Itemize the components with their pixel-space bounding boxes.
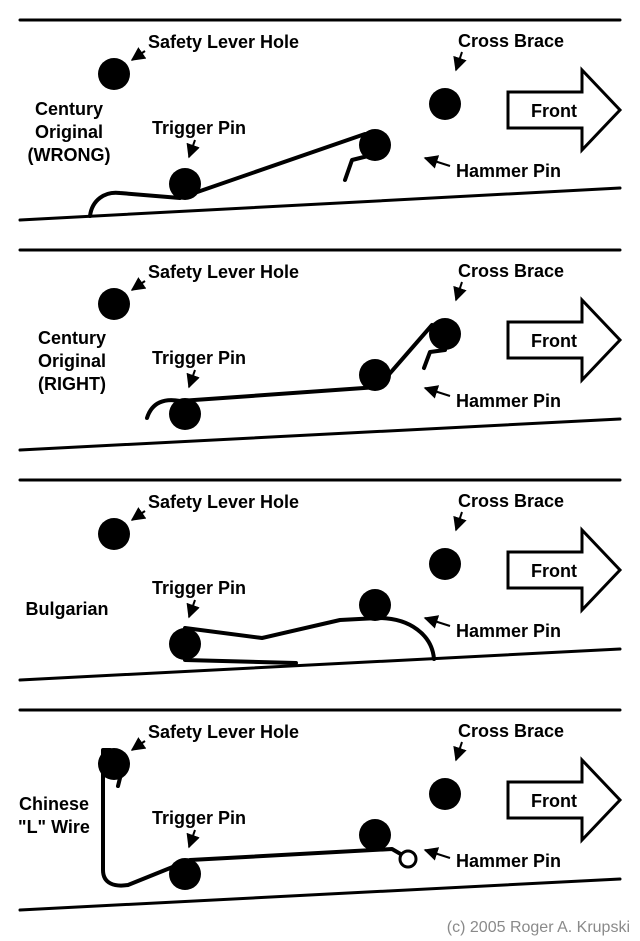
front-label: Front — [531, 791, 577, 811]
trigger-spring-tail — [183, 658, 298, 665]
panel-chinese-l-wire: Safety Lever Hole Cross Brace Trigger Pi… — [18, 708, 623, 912]
trigger-pin-label: Trigger Pin — [152, 348, 246, 368]
receiver-bottom-line — [18, 647, 622, 682]
cross-brace — [429, 318, 461, 350]
receiver-bottom-line — [18, 417, 622, 452]
trigger-pin — [169, 628, 201, 660]
spring-eye — [398, 849, 418, 869]
hammer-pin-arrow — [423, 847, 451, 861]
safety-lever-hole-arrow — [130, 277, 147, 291]
safety-lever-hole-arrow — [130, 47, 147, 61]
cross-brace-arrow — [453, 741, 467, 762]
variant-label-line: "L" Wire — [18, 817, 90, 837]
panel-century-wrong: Safety Lever Hole Cross Brace Trigger Pi… — [18, 18, 623, 222]
trigger-pin-label: Trigger Pin — [152, 578, 246, 598]
front-label: Front — [531, 331, 577, 351]
front-arrow: Front — [506, 296, 623, 384]
cross-brace-arrow — [453, 281, 467, 302]
variant-label-line: Century — [38, 328, 106, 348]
front-label: Front — [531, 101, 577, 121]
trigger-pin — [169, 398, 201, 430]
cross-brace-arrow — [453, 511, 467, 532]
hammer-pin-label: Hammer Pin — [456, 391, 561, 411]
trigger-pin-label: Trigger Pin — [152, 808, 246, 828]
hammer-pin — [359, 129, 391, 161]
trigger-pin-arrow — [186, 139, 200, 159]
trigger-pin-arrow — [186, 829, 200, 849]
variant-label-line: Bulgarian — [25, 599, 108, 619]
cross-brace — [429, 88, 461, 120]
safety-lever-hole-arrow — [130, 737, 147, 751]
trigger-spring — [183, 616, 436, 661]
spring-hook — [343, 154, 370, 182]
safety-lever-hole-label: Safety Lever Hole — [148, 492, 299, 512]
panel-bulgarian: Safety Lever Hole Cross Brace Trigger Pi… — [18, 478, 623, 682]
variant-label-line: (RIGHT) — [38, 374, 106, 394]
variant-label-line: Century — [35, 99, 103, 119]
copyright-credit: (c) 2005 Roger A. Krupski — [447, 919, 630, 936]
safety-lever-hole-label: Safety Lever Hole — [148, 262, 299, 282]
hammer-pin-label: Hammer Pin — [456, 161, 561, 181]
trigger-pin-arrow — [186, 599, 200, 619]
hammer-pin — [359, 819, 391, 851]
panel-century-right: Safety Lever Hole Cross Brace Trigger Pi… — [18, 248, 623, 452]
hammer-pin-arrow — [423, 155, 451, 169]
front-arrow: Front — [506, 66, 623, 154]
front-label: Front — [531, 561, 577, 581]
cross-brace-arrow — [453, 51, 467, 72]
cross-brace-label: Cross Brace — [458, 261, 564, 281]
variant-label-line: Original — [35, 122, 103, 142]
trigger-spring — [145, 323, 434, 420]
trigger-spring — [88, 132, 367, 218]
safety-lever-hole-label: Safety Lever Hole — [148, 722, 299, 742]
front-arrow: Front — [506, 756, 623, 844]
cross-brace-label: Cross Brace — [458, 721, 564, 741]
trigger-spring — [101, 748, 406, 888]
spring-hook — [422, 348, 447, 370]
hammer-pin-arrow — [423, 385, 451, 399]
variant-label-line: (WRONG) — [28, 145, 111, 165]
hammer-pin-label: Hammer Pin — [456, 851, 561, 871]
receiver-bottom-line — [18, 877, 622, 912]
safety-lever-hole-label: Safety Lever Hole — [148, 32, 299, 52]
variant-label-line: Chinese — [19, 794, 89, 814]
hammer-pin-label: Hammer Pin — [456, 621, 561, 641]
trigger-pin-label: Trigger Pin — [152, 118, 246, 138]
cross-brace — [429, 778, 461, 810]
front-arrow: Front — [506, 526, 623, 614]
safety-lever-hole — [98, 58, 130, 90]
cross-brace — [429, 548, 461, 580]
cross-brace-label: Cross Brace — [458, 491, 564, 511]
hammer-pin-arrow — [423, 615, 451, 629]
trigger-pin-arrow — [186, 369, 200, 389]
receiver-bottom-line — [18, 186, 622, 222]
safety-lever-hole — [98, 518, 130, 550]
safety-lever-hole — [98, 288, 130, 320]
variant-label-line: Original — [38, 351, 106, 371]
safety-lever-hole-arrow — [130, 507, 147, 521]
hammer-pin — [359, 589, 391, 621]
cross-brace-label: Cross Brace — [458, 31, 564, 51]
